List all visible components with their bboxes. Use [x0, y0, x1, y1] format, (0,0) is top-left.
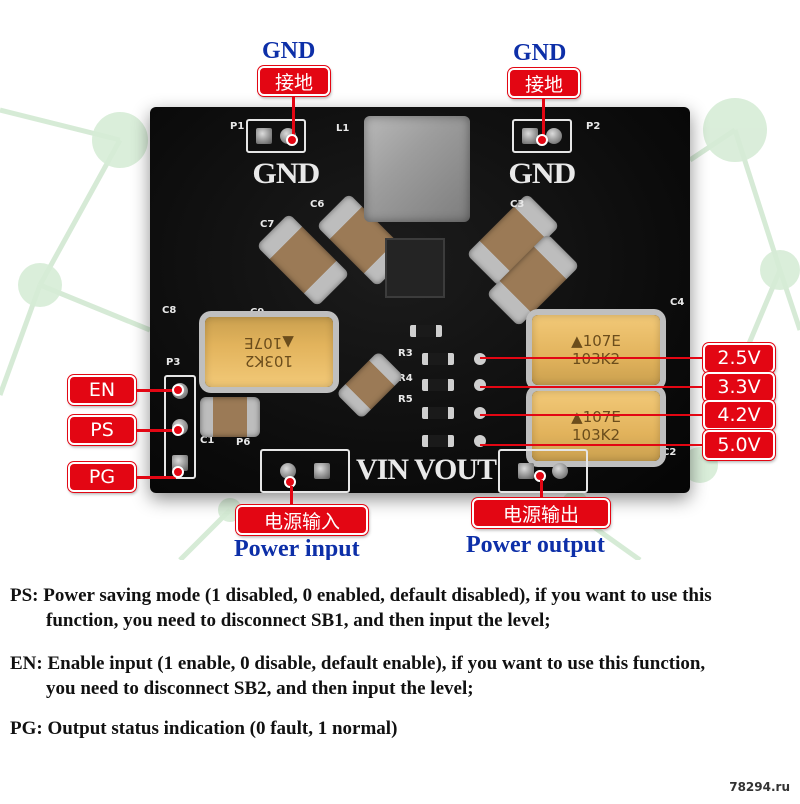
voltage-5-0v-leader-line — [480, 444, 705, 446]
power-input-label: Power input — [234, 536, 360, 560]
voltage-5-0v-tag: 5.0V — [703, 430, 775, 460]
voltage-2-5v-tag: 2.5V — [703, 343, 775, 373]
resistor — [422, 379, 454, 391]
tant-code: ▲107E — [571, 332, 621, 350]
power-output-tag: 电源输出 — [472, 498, 610, 528]
silk-r4: R4 — [398, 373, 413, 384]
tant-code: 103K2 — [245, 352, 294, 370]
en-marker — [172, 384, 184, 396]
voltage-2-5v-leader-line — [480, 357, 705, 359]
resistor — [422, 435, 454, 447]
en-description-line-2: you need to disconnect SB2, and then inp… — [46, 678, 474, 699]
silk-r3: R3 — [398, 348, 413, 359]
voltage-4-2v-tag: 4.2V — [703, 400, 775, 430]
gnd-right-marker — [536, 134, 548, 146]
silk-vin-vout: VIN VOUT — [356, 453, 497, 486]
pg-description-line-1: PG: Output status indication (0 fault, 1… — [10, 718, 398, 739]
silk-c1: C1 — [200, 435, 215, 446]
silk-l1: L1 — [336, 123, 350, 134]
pad — [314, 463, 330, 479]
silk-p1: P1 — [230, 121, 245, 132]
silk-c2: C2 — [662, 447, 677, 458]
gnd-left-marker — [286, 134, 298, 146]
pg-marker — [172, 466, 184, 478]
silk-c7: C7 — [260, 219, 275, 230]
en-description-line-1: EN: Enable input (1 enable, 0 disable, d… — [10, 653, 706, 674]
capacitor-c1 — [200, 397, 260, 437]
silk-c6: C6 — [310, 199, 325, 210]
gnd-right-leader-line — [542, 98, 545, 136]
pg-description: PG: Output status indication (0 fault, 1… — [10, 716, 397, 741]
pad — [518, 463, 534, 479]
silk-gnd-left: GND — [252, 157, 320, 190]
ps-description-line-1: PS: Power saving mode (1 disabled, 0 ena… — [10, 585, 712, 606]
vin-header — [260, 449, 350, 493]
ps-marker — [172, 424, 184, 436]
tant-code: ▲107E — [571, 408, 621, 426]
silk-c8: C8 — [162, 305, 177, 316]
inductor-l1 — [364, 116, 470, 222]
resistor — [422, 353, 454, 365]
silk-p2: P2 — [586, 121, 601, 132]
pad — [522, 128, 538, 144]
silk-p6: P6 — [236, 437, 251, 448]
silk-c9: C9 — [250, 307, 265, 318]
product-photo: P1 L1 P2 GND GND C7 C6 C3 C8 C4 C1 C2 C9… — [0, 38, 800, 560]
gnd-left-title: GND — [262, 38, 316, 64]
gnd-right-title: GND — [513, 40, 567, 66]
vout-header — [498, 449, 588, 493]
select-pad-2-5v — [474, 353, 486, 365]
silk-gnd-right: GND — [508, 157, 576, 190]
power-output-label: Power output — [466, 532, 605, 558]
ps-leader-line — [136, 429, 176, 432]
ps-description-line-2: function, you need to disconnect SB1, an… — [46, 610, 551, 631]
pad — [256, 128, 272, 144]
select-pad-3-3v — [474, 379, 486, 391]
tant-code: ▲107E — [244, 334, 294, 352]
silk-c4: C4 — [670, 297, 685, 308]
voltage-3-3v-leader-line — [480, 386, 705, 388]
resistor — [422, 407, 454, 419]
regulator-ic — [385, 238, 445, 298]
pad — [552, 463, 568, 479]
silk-p3: P3 — [166, 357, 181, 368]
tant-code: 103K2 — [571, 426, 620, 444]
voltage-4-2v-leader-line — [480, 414, 705, 416]
tantalum-capacitor-right-top: ▲107E 103K2 — [532, 315, 660, 385]
ps-tag: PS — [68, 415, 136, 445]
power-input-tag: 电源输入 — [236, 505, 368, 535]
power-output-leader-line — [540, 480, 543, 500]
gnd-left-leader-line — [292, 96, 295, 136]
pad — [280, 463, 296, 479]
tant-code: 103K2 — [571, 350, 620, 368]
capacitor-c9 — [336, 351, 404, 419]
gnd-right-tag: 接地 — [508, 68, 580, 98]
silk-r5: R5 — [398, 394, 413, 405]
voltage-3-3v-tag: 3.3V — [703, 372, 775, 402]
pad — [546, 128, 562, 144]
gnd-left-tag: 接地 — [258, 66, 330, 96]
en-leader-line — [136, 389, 176, 392]
silk-c3: C3 — [510, 199, 525, 210]
pg-tag: PG — [68, 462, 136, 492]
tantalum-capacitor-left: 103K2 ▲107E — [205, 317, 333, 387]
ps-description: PS: Power saving mode (1 disabled, 0 ena… — [10, 583, 712, 633]
pg-leader-line — [136, 476, 176, 479]
watermark: 78294.ru — [729, 780, 790, 794]
en-description: EN: Enable input (1 enable, 0 disable, d… — [10, 651, 705, 701]
resistor — [410, 325, 442, 337]
en-tag: EN — [68, 375, 136, 405]
select-pad-4-2v — [474, 407, 486, 419]
power-input-leader-line — [290, 486, 293, 506]
